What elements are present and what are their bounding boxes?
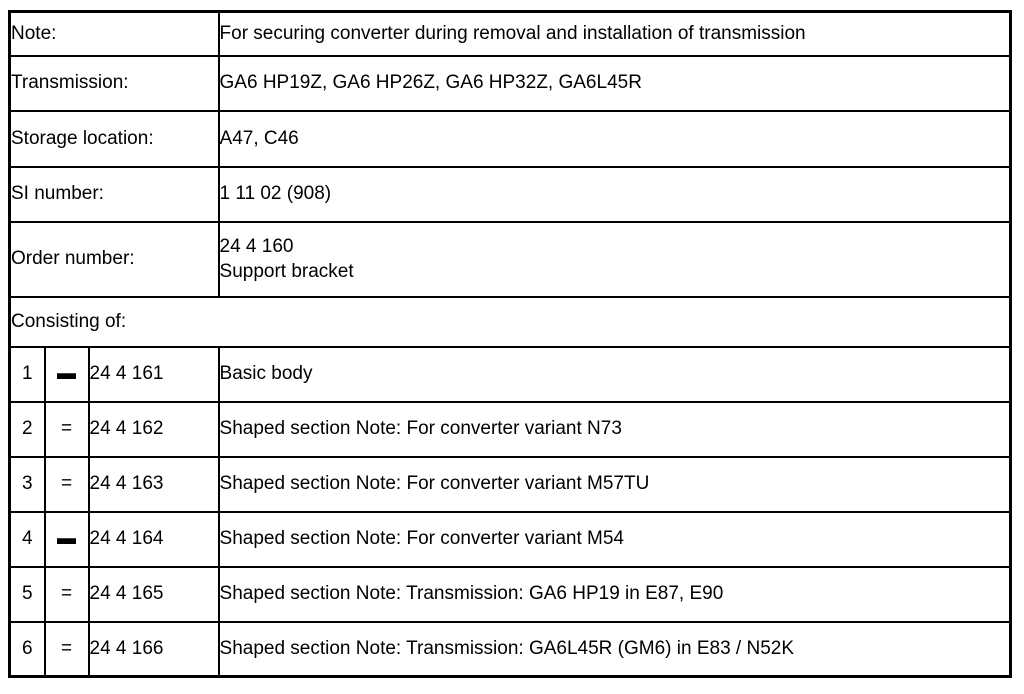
- part-index: 3: [8, 455, 46, 513]
- transmission-label: Transmission:: [8, 54, 220, 112]
- table-row-note: Note: For securing converter during remo…: [8, 10, 1012, 57]
- part-description: Shaped section Note: For converter varia…: [217, 510, 1012, 568]
- storage-location-value: A47, C46: [217, 109, 1012, 168]
- table-row-part-5: 5 = 24 4 165 Shaped section Note: Transm…: [8, 565, 1012, 623]
- consisting-of-header: Consisting of:: [8, 295, 1012, 348]
- table-row-part-1: 1 ▬ 24 4 161 Basic body: [8, 345, 1012, 403]
- part-index: 2: [8, 400, 46, 458]
- table-row-storage-location: Storage location: A47, C46: [8, 109, 1012, 168]
- order-number-line1: 24 4 160: [219, 236, 294, 257]
- part-index: 5: [8, 565, 46, 623]
- table-row-si-number: SI number: 1 11 02 (908): [8, 165, 1012, 223]
- equals-symbol: ▬: [43, 510, 90, 568]
- equals-symbol: =: [43, 565, 90, 623]
- equals-symbol: =: [43, 455, 90, 513]
- table-row-transmission: Transmission: GA6 HP19Z, GA6 HP26Z, GA6 …: [8, 54, 1012, 112]
- storage-location-label: Storage location:: [8, 109, 220, 168]
- part-number: 24 4 163: [87, 455, 220, 513]
- order-number-line2: Support bracket: [219, 261, 354, 282]
- si-number-label: SI number:: [8, 165, 220, 223]
- part-number: 24 4 164: [87, 510, 220, 568]
- part-number: 24 4 162: [87, 400, 220, 458]
- table-row-part-2: 2 = 24 4 162 Shaped section Note: For co…: [8, 400, 1012, 458]
- equals-symbol: =: [43, 620, 90, 678]
- note-value: For securing converter during removal an…: [217, 10, 1012, 57]
- part-number: 24 4 161: [87, 345, 220, 403]
- part-description: Shaped section Note: For converter varia…: [217, 400, 1012, 458]
- part-description: Shaped section Note: For converter varia…: [217, 455, 1012, 513]
- table-row-part-3: 3 = 24 4 163 Shaped section Note: For co…: [8, 455, 1012, 513]
- equals-symbol: ▬: [43, 345, 90, 403]
- part-number: 24 4 165: [87, 565, 220, 623]
- table-row-section-header: Consisting of:: [8, 295, 1012, 348]
- transmission-value: GA6 HP19Z, GA6 HP26Z, GA6 HP32Z, GA6L45R: [217, 54, 1012, 112]
- part-index: 4: [8, 510, 46, 568]
- note-label: Note:: [8, 10, 220, 57]
- part-index: 1: [8, 345, 46, 403]
- part-description: Shaped section Note: Transmission: GA6L4…: [217, 620, 1012, 678]
- part-number: 24 4 166: [87, 620, 220, 678]
- part-description: Shaped section Note: Transmission: GA6 H…: [217, 565, 1012, 623]
- si-number-value: 1 11 02 (908): [217, 165, 1012, 223]
- part-description: Basic body: [217, 345, 1012, 403]
- table-row-order-number: Order number: 24 4 160 Support bracket: [8, 220, 1012, 298]
- table-row-part-6: 6 = 24 4 166 Shaped section Note: Transm…: [8, 620, 1012, 678]
- part-index: 6: [8, 620, 46, 678]
- order-number-value: 24 4 160 Support bracket: [217, 220, 1012, 298]
- table-row-part-4: 4 ▬ 24 4 164 Shaped section Note: For co…: [8, 510, 1012, 568]
- equals-symbol: =: [43, 400, 90, 458]
- tool-spec-table: Note: For securing converter during remo…: [8, 10, 1012, 678]
- order-number-label: Order number:: [8, 220, 220, 298]
